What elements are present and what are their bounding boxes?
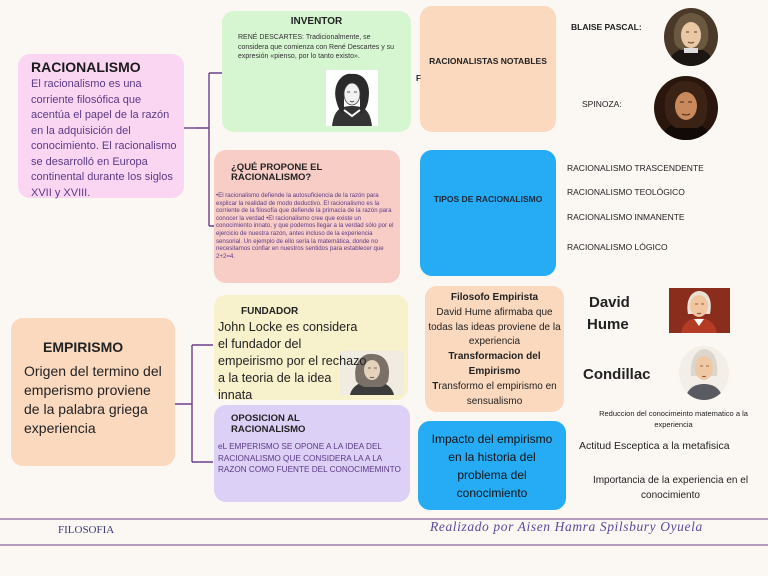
propone-title: ¿QUÉ PROPONE EL RACIONALISMO? [231, 162, 323, 183]
notables-title: RACIONALISTAS NOTABLES [429, 56, 547, 66]
hume-portrait-icon [669, 288, 730, 333]
impacto-text: Impacto del empirismo en la historia del… [431, 432, 553, 500]
condillac-item: Reduccion del conocimeinto matematico a … [599, 409, 748, 429]
notables-stray-letter: F [416, 74, 421, 83]
tipos-title: TIPOS DE RACIONALISMO [433, 194, 543, 204]
oposicion-card: OPOSICION AL RACIONALISMO eL EMPERISMO S… [214, 405, 410, 502]
locke-portrait-icon [340, 351, 404, 395]
propone-text: •El racionalismo defiende la autosuficie… [216, 192, 394, 260]
condillac-name: Condillac [583, 366, 651, 383]
empirismo-title: EMPIRISMO [43, 339, 124, 355]
racionalismo-title: RACIONALISMO [31, 59, 141, 75]
pascal-label: BLAISE PASCAL: [571, 22, 642, 32]
racionalismo-text: El racionalismo es una corriente filosóf… [31, 78, 177, 199]
inventor-title: INVENTOR [290, 16, 343, 27]
inventor-card: INVENTOR RENÉ DESCARTES: Tradicionalment… [222, 11, 411, 132]
condillac-item: Importancia de la experiencia en el cono… [592, 475, 749, 501]
impacto-card: Impacto del empirismo en la historia del… [418, 421, 566, 510]
tipo-item: RACIONALISMO TEOLÓGICO [567, 187, 685, 197]
tipos-card: TIPOS DE RACIONALISMO [420, 150, 556, 276]
spinoza-portrait-icon [654, 76, 718, 140]
empirista-title2: Transformacion del Empirismo [448, 351, 541, 377]
fundador-title: FUNDADOR [241, 306, 299, 317]
spinoza-label: SPINOZA: [582, 99, 622, 109]
racionalismo-card: RACIONALISMO El racionalismo es una corr… [18, 54, 184, 199]
condillac-portrait-icon [679, 346, 729, 400]
empirista-text2: Transformo el empirismo en sensualismo [432, 381, 557, 407]
oposicion-title: OPOSICION AL RACIONALISMO [231, 413, 306, 435]
fundador-text: John Locke es considera el fundador del … [218, 320, 367, 402]
empirismo-text: Origen del termino del emperismo provien… [24, 363, 162, 436]
empirista-title: Filosofo Empirista [450, 292, 539, 303]
propone-card: ¿QUÉ PROPONE EL RACIONALISMO? •El racion… [214, 150, 400, 283]
oposicion-text: eL EMPERISMO SE OPONE A LA IDEA DEL RACI… [218, 442, 401, 474]
empirista-text1: David Hume afirmaba que todas las ideas … [428, 307, 561, 347]
empirista-card: Filosofo Empirista David Hume afirmaba q… [425, 286, 564, 412]
condillac-item: Actitud Esceptica a la metafisica [579, 440, 730, 452]
descartes-portrait-icon [326, 70, 378, 126]
tipo-item: RACIONALISMO TRASCENDENTE [567, 163, 704, 173]
notables-card: RACIONALISTAS NOTABLES [420, 6, 556, 132]
pascal-portrait-icon [664, 8, 718, 66]
hume-name: David Hume [587, 294, 630, 333]
tipo-item: RACIONALISMO INMANENTE [567, 212, 685, 222]
empirismo-card: EMPIRISMO Origen del termino del emperis… [11, 318, 175, 466]
inventor-text: RENÉ DESCARTES: Tradicionalmente, se con… [238, 34, 395, 60]
fundador-card: FUNDADOR John Locke es considera el fund… [214, 295, 408, 402]
footer-subject: FILOSOFIA [58, 524, 115, 536]
tipo-item: RACIONALISMO LÓGICO [567, 242, 668, 252]
footer-author: Realizado por Aisen Hamra Spilsbury Oyue… [430, 519, 703, 534]
